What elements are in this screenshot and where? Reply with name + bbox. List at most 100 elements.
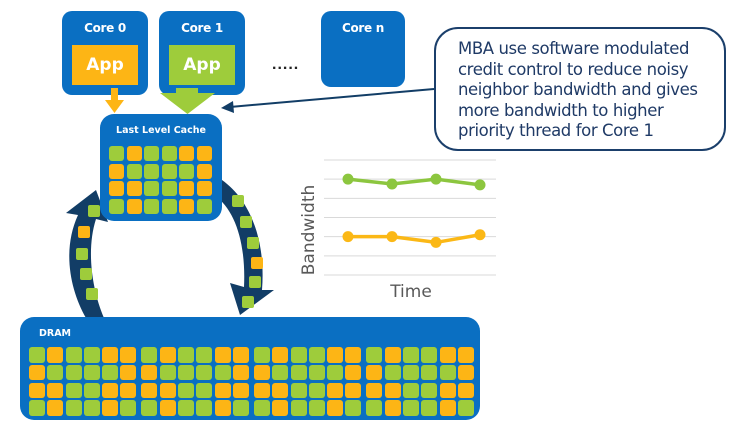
arrow-data-cell xyxy=(80,268,92,280)
dram-cell xyxy=(290,347,307,363)
dram-cell xyxy=(327,347,344,363)
dram-cell xyxy=(29,347,45,363)
dram-cell xyxy=(178,400,195,416)
dram-cell xyxy=(232,382,249,399)
dram-cell xyxy=(421,382,438,399)
dram: DRAM xyxy=(20,317,480,420)
dram-cell xyxy=(214,382,231,399)
dram-cell xyxy=(141,364,158,381)
arrow-data-cell xyxy=(242,296,254,308)
dram-cell xyxy=(65,382,82,399)
core-0-box: Core 0 App xyxy=(62,11,148,95)
dram-cell xyxy=(308,364,325,381)
arrow-data-cell xyxy=(78,226,90,238)
dram-cell xyxy=(159,364,176,381)
dram-cell xyxy=(102,382,119,399)
dram-cell xyxy=(65,400,82,416)
chart-data-point xyxy=(386,231,398,243)
dram-cell xyxy=(457,347,474,363)
dram-cell xyxy=(308,347,325,363)
chart-data-point xyxy=(342,231,354,243)
dram-cell xyxy=(253,364,270,381)
callout-box: MBA use software modulated credit contro… xyxy=(434,27,726,151)
llc-cache-cell xyxy=(161,198,177,214)
dram-cell xyxy=(29,400,45,416)
dram-grid xyxy=(29,347,474,416)
dram-cell xyxy=(421,364,438,381)
dram-cell xyxy=(214,347,231,363)
dram-cell xyxy=(439,400,456,416)
dram-cell xyxy=(403,347,420,363)
dram-cell xyxy=(120,347,137,363)
dram-cell xyxy=(272,382,289,399)
arrow-data-cell xyxy=(247,237,259,249)
llc-cache-cell xyxy=(179,146,194,161)
dram-cell xyxy=(196,347,213,363)
dram-cell xyxy=(178,347,195,363)
dram-cell xyxy=(214,400,231,416)
chart-data-point xyxy=(474,179,486,191)
llc-grid xyxy=(109,146,212,214)
dram-label: DRAM xyxy=(39,328,72,339)
llc-cache-cell xyxy=(196,181,212,196)
llc-cache-cell xyxy=(144,163,159,179)
core-0-app: App xyxy=(72,45,138,85)
dram-cell xyxy=(47,382,64,399)
dram-cell xyxy=(214,364,231,381)
dram-cell xyxy=(120,382,137,399)
dram-cell xyxy=(141,400,158,416)
dram-cell xyxy=(366,400,383,416)
dram-cell xyxy=(141,382,158,399)
dram-cell xyxy=(308,400,325,416)
chart-data-point xyxy=(342,173,354,185)
llc-cache-cell xyxy=(196,146,212,161)
core-1-label: Core 1 xyxy=(181,21,223,35)
arrow-data-cell xyxy=(86,288,98,300)
llc-cache-cell xyxy=(179,198,194,214)
llc-cache-cell xyxy=(109,181,124,196)
dram-cell xyxy=(308,382,325,399)
chart-x-axis-label: Time xyxy=(389,282,432,302)
dram-cell xyxy=(47,364,64,381)
dram-block xyxy=(141,347,249,416)
core-1-app: App xyxy=(169,45,235,85)
dram-cell xyxy=(65,364,82,381)
llc-cache-cell xyxy=(144,181,159,196)
dram-cell xyxy=(290,382,307,399)
dram-cell xyxy=(29,382,45,399)
dram-cell xyxy=(83,364,100,381)
chart-series-line xyxy=(347,177,481,187)
dram-cell xyxy=(421,347,438,363)
dram-cell xyxy=(345,382,362,399)
left-curved-arrow xyxy=(66,190,108,318)
arrow-data-cell xyxy=(251,257,263,269)
dram-cell xyxy=(102,347,119,363)
dram-cell xyxy=(327,382,344,399)
callout-pointer-arrow xyxy=(221,88,435,113)
dram-cell xyxy=(102,364,119,381)
dram-cell xyxy=(47,347,64,363)
core-1-down-arrow xyxy=(160,88,215,114)
dram-cell xyxy=(232,364,249,381)
dram-cell xyxy=(439,364,456,381)
dram-cell xyxy=(457,382,474,399)
arrow-data-cell xyxy=(76,248,88,260)
llc-label: Last Level Cache xyxy=(116,125,206,136)
dram-cell xyxy=(159,347,176,363)
dram-cell xyxy=(366,364,383,381)
dram-block xyxy=(253,347,362,416)
arrow-data-cell xyxy=(88,205,100,217)
bandwidth-chart: Bandwidth Time xyxy=(299,159,496,302)
dram-block xyxy=(366,347,474,416)
dram-cell xyxy=(272,364,289,381)
dram-cell xyxy=(345,364,362,381)
dram-cell xyxy=(384,364,401,381)
dram-cell xyxy=(327,400,344,416)
llc-cache-cell xyxy=(144,146,159,161)
llc-cache-cell xyxy=(109,163,124,179)
llc-cache-cell xyxy=(109,146,124,161)
dram-cell xyxy=(178,364,195,381)
dram-cell xyxy=(196,382,213,399)
dram-cell xyxy=(178,382,195,399)
ellipsis: ..... xyxy=(272,56,300,73)
